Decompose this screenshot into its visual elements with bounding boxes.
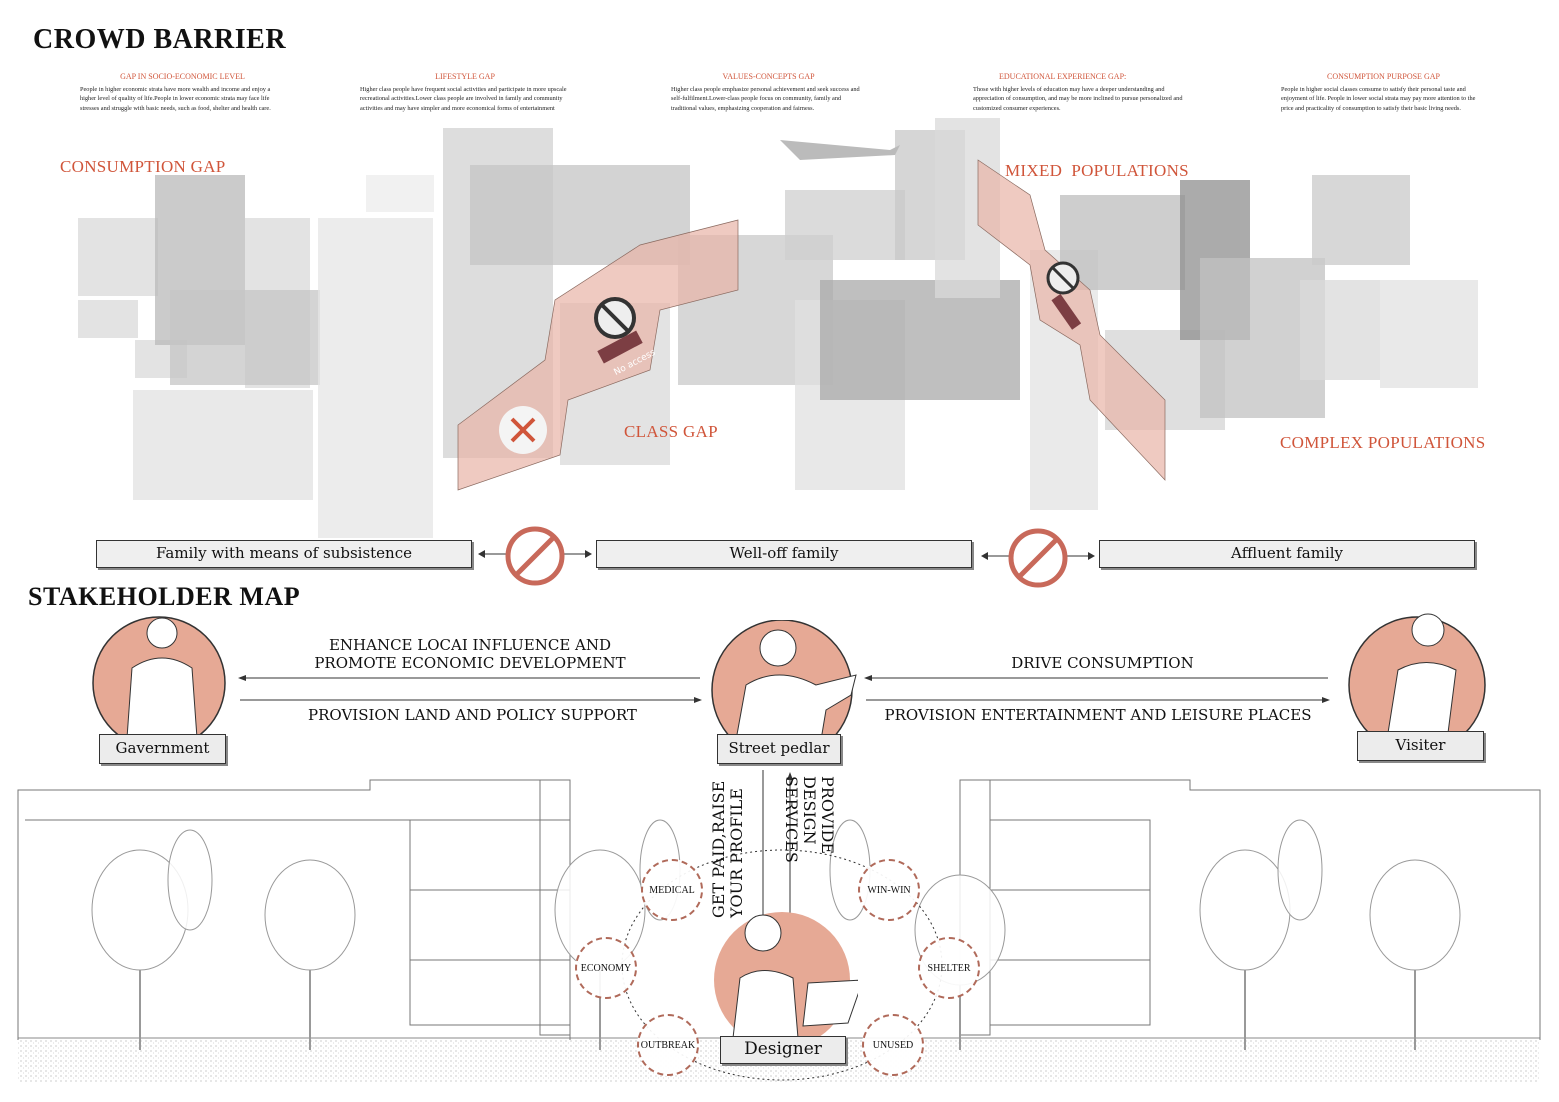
flow-from-designer: PROVIDE DESIGN SERVICES <box>782 776 837 863</box>
mixed-populations-label: MIXED POPULATIONS <box>1005 161 1189 180</box>
issue-unused: UNUSED <box>862 1014 924 1076</box>
street-pedlar-avatar <box>711 620 857 745</box>
crowd-barrier-title: CROWD BARRIER <box>33 24 287 55</box>
gap-title: CONSUMPTION PURPOSE GAP <box>1327 72 1440 81</box>
designer-avatar <box>714 912 858 1038</box>
no-entry-sign-icon <box>1046 261 1082 330</box>
complex-populations-label: COMPLEX POPULATIONS <box>1280 433 1486 452</box>
gap-education: EDUCATIONAL EXPERIENCE GAP: Those with h… <box>973 72 1183 113</box>
gap-text: People in higher economic strata have mo… <box>80 86 271 112</box>
reject-paddle-icon <box>499 406 547 454</box>
prohibited-icon <box>505 526 565 586</box>
gap-lifestyle: LIFESTYLE GAP Higher class people have f… <box>360 72 570 113</box>
vertical-arrows <box>762 770 793 918</box>
street-pedlar-label: Street pedlar <box>717 734 841 764</box>
gap-consumption-purpose: CONSUMPTION PURPOSE GAP People in higher… <box>1281 72 1486 113</box>
flow-to-designer: GET PAID,RAISE YOUR PROFILE <box>709 780 746 918</box>
gap-values: VALUES-CONCEPTS GAP Higher class people … <box>671 72 866 113</box>
flow-to-visitor: PROVISION ENTERTAINMENT AND LEISURE PLAC… <box>884 706 1312 724</box>
stakeholder-map-title: STAKEHOLDER MAP <box>28 582 301 611</box>
class-gap-band <box>457 219 739 491</box>
gap-title: VALUES-CONCEPTS GAP <box>722 72 815 81</box>
gap-title: LIFESTYLE GAP <box>435 72 495 81</box>
flow-from-visitor: DRIVE CONSUMPTION <box>1011 654 1194 672</box>
gap-socio-economic: GAP IN SOCIO-ECONOMIC LEVEL People in hi… <box>80 72 285 113</box>
family-subsistence-box: Family with means of subsistence <box>96 540 472 568</box>
gap-title: EDUCATIONAL EXPERIENCE GAP: <box>999 72 1127 81</box>
issue-outbreak: OUTBREAK <box>637 1014 699 1076</box>
visitor-avatar <box>1348 613 1486 735</box>
prohibited-icon <box>1008 528 1068 588</box>
well-off-family-box: Well-off family <box>596 540 972 568</box>
barrier-symbol-2 <box>981 528 1095 588</box>
gap-title: GAP IN SOCIO-ECONOMIC LEVEL <box>120 72 245 81</box>
issue-win-win: WIN-WIN <box>858 859 920 921</box>
flow-to-government: ENHANCE LOCAI INFLUENCE AND PROMOTE ECON… <box>314 636 626 672</box>
street-section-drawing <box>17 779 1541 1082</box>
affluent-family-box: Affluent family <box>1099 540 1475 568</box>
flow-from-government: PROVISION LAND AND POLICY SUPPORT <box>308 706 637 724</box>
gap-text: Higher class people emphasize personal a… <box>671 86 860 112</box>
designer-label: Designer <box>720 1036 846 1064</box>
no-entry-sign-icon <box>594 297 643 364</box>
barrier-symbol-1 <box>478 526 592 586</box>
flow-arrows <box>238 675 1330 703</box>
person-figure-icon <box>1387 613 1457 734</box>
issue-economy: ECONOMY <box>575 937 637 999</box>
person-figure-icon <box>126 617 198 738</box>
consumption-gap-label: CONSUMPTION GAP <box>60 157 226 176</box>
gap-text: Those with higher levels of education ma… <box>973 86 1183 112</box>
person-figure-icon <box>732 914 858 1038</box>
airplane-icon <box>780 140 900 160</box>
visitor-label: Visiter <box>1357 731 1484 761</box>
barrier-bands: No access <box>457 140 1166 491</box>
gap-text: Higher class people have frequent social… <box>360 86 567 112</box>
class-gap-label: CLASS GAP <box>624 422 718 441</box>
issue-shelter: SHELTER <box>918 937 980 999</box>
gap-text: People in higher social classes consume … <box>1281 86 1476 112</box>
government-avatar <box>92 616 226 738</box>
issue-medical: MEDICAL <box>641 859 703 921</box>
government-label: Gavernment <box>99 734 226 764</box>
person-figure-icon <box>735 629 857 741</box>
